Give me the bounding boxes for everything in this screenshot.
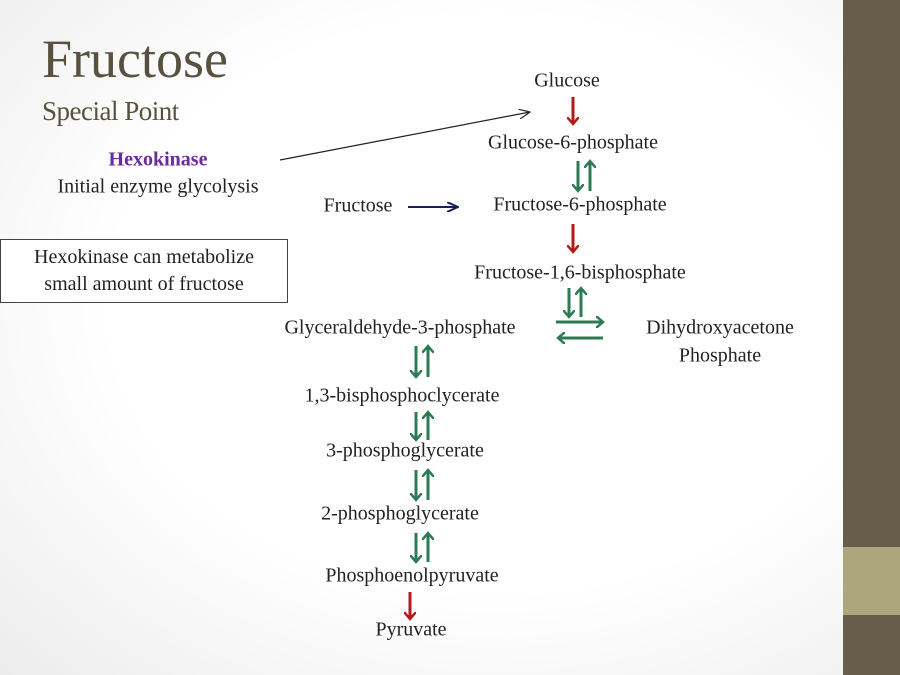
- dhap-label-line2: Phosphate: [678, 344, 762, 367]
- dhap-label-line1: Dihydroxyacetone: [646, 316, 794, 339]
- slide-subtitle: Special Point: [42, 96, 179, 126]
- phosphoenolpyruvate-label: Phosphoenolpyruvate: [325, 564, 499, 587]
- enzyme-name: Hexokinase: [108, 148, 208, 171]
- 2-phosphoglycerate-label: 2-phosphoglycerate: [321, 502, 479, 525]
- glucose-6-phosphate-label: Glucose-6-phosphate: [488, 131, 658, 154]
- 1-3-bisphosphoglycerate-label: 1,3-bisphosphoclycerate: [304, 384, 500, 407]
- slide-title: Fructose: [42, 29, 228, 89]
- note-box: Hexokinase can metabolize small amount o…: [0, 239, 288, 303]
- hexokinase-pointer-arrow: [279, 112, 530, 161]
- fructose-label: Fructose: [323, 194, 393, 217]
- note-line: Hexokinase can metabolize: [34, 246, 254, 268]
- glucose-label: Glucose: [534, 69, 600, 92]
- glyceraldehyde-3-phosphate-label: Glyceraldehyde-3-phosphate: [284, 316, 516, 339]
- enzyme-description: Initial enzyme glycolysis: [57, 175, 259, 198]
- fructose-6-phosphate-label: Fructose-6-phosphate: [493, 193, 667, 216]
- note-line: small amount of fructose: [44, 273, 244, 295]
- pyruvate-label: Pyruvate: [375, 618, 447, 641]
- slide-sidebar-band: [843, 547, 900, 615]
- 3-phosphoglycerate-label: 3-phosphoglycerate: [326, 439, 484, 462]
- fructose-1-6-bisphosphate-label: Fructose-1,6-bisphosphate: [474, 261, 686, 284]
